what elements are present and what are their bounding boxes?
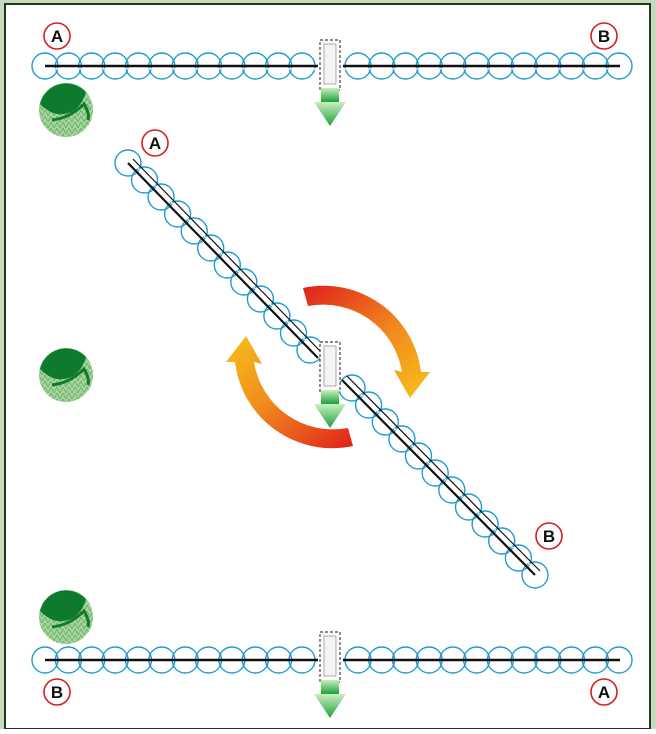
rotate-arrows-icon [226, 285, 430, 449]
nozzle-circle [471, 510, 499, 538]
nozzle-circle [147, 183, 175, 211]
label-top-end: B [590, 22, 618, 50]
tractor-arrow-icon [314, 631, 346, 718]
nozzle-circle [246, 285, 275, 313]
diagonal-boom [127, 158, 541, 576]
tractor-arrow-icon [314, 39, 346, 126]
nozzle-circle [230, 268, 258, 296]
label-bottom-end: A [590, 678, 618, 706]
nozzle-circle [213, 251, 242, 279]
nozzle-circle [114, 149, 142, 177]
svg-text:B: B [51, 683, 63, 702]
nozzle-circle [438, 476, 466, 504]
nozzle-circle [521, 561, 549, 589]
nozzle-circle [163, 200, 192, 228]
svg-text:B: B [543, 527, 555, 546]
label-bottom-start: B [43, 678, 71, 706]
nozzle-circle [180, 217, 208, 245]
nozzle-circle [354, 391, 383, 419]
tractor-arrow-icon [314, 341, 346, 428]
nozzle-circle [263, 302, 291, 330]
field-patch-icon [39, 83, 93, 137]
nozzle-circle [488, 527, 516, 555]
nozzle-circle [130, 166, 159, 194]
svg-text:A: A [149, 134, 161, 153]
svg-text:A: A [598, 683, 610, 702]
label-diagonal-start: A [141, 129, 169, 157]
nozzle-circle [421, 459, 449, 487]
top-boom [45, 64, 620, 70]
field-patch-icon [39, 348, 93, 402]
field-patch-icon [39, 590, 93, 644]
nozzle-circle [504, 544, 533, 572]
svg-text:B: B [598, 27, 610, 46]
nozzle-circle [388, 425, 416, 453]
label-top-start: A [43, 22, 71, 50]
diagonal-boom-nozzles-upper [114, 149, 324, 364]
nozzle-circle [371, 408, 399, 436]
nozzle-circle [196, 234, 225, 262]
nozzle-circle [454, 493, 483, 521]
svg-text:A: A [51, 27, 63, 46]
nozzle-circle [279, 319, 308, 347]
label-diagonal-end: B [535, 522, 563, 550]
nozzle-circle [404, 442, 433, 470]
